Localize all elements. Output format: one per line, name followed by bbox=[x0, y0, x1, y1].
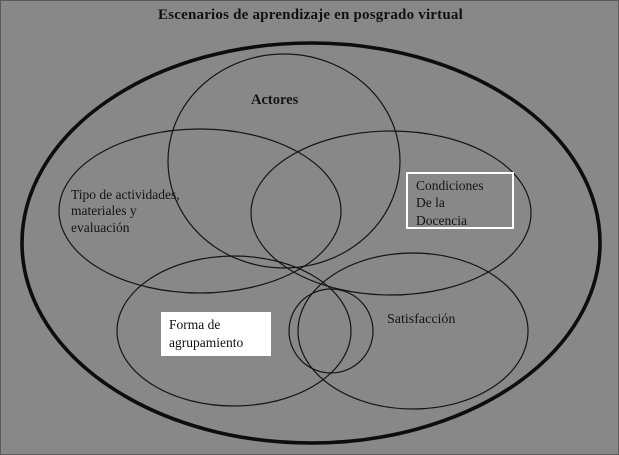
region-box-forma-agrupamiento[interactable]: Forma de agrupamiento bbox=[161, 312, 271, 356]
region-label-tipo-actividades: Tipo de actividades, materiales y evalua… bbox=[71, 187, 180, 235]
outer-boundary-ellipse bbox=[20, 41, 602, 445]
page-title: Escenarios de aprendizaje en posgrado vi… bbox=[158, 7, 463, 23]
region-circle-center[interactable] bbox=[288, 288, 374, 374]
region-label-satisfaccion: Satisfacción bbox=[387, 312, 456, 327]
region-ellipse-satisfaccion[interactable] bbox=[297, 252, 529, 410]
region-ellipse-condiciones-docencia[interactable] bbox=[250, 130, 532, 296]
region-ellipse-tipo-actividades[interactable] bbox=[58, 128, 342, 294]
region-ellipse-forma-agrupamiento[interactable] bbox=[116, 255, 352, 407]
region-label-forma-agrupamiento: Forma de agrupamiento bbox=[169, 317, 244, 350]
region-box-condiciones-docencia[interactable]: Condiciones De la Docencia bbox=[406, 172, 514, 229]
region-ellipse-actores[interactable] bbox=[167, 53, 401, 269]
region-label-actores: Actores bbox=[251, 92, 299, 108]
region-label-condiciones-docencia: Condiciones De la Docencia bbox=[416, 178, 484, 228]
